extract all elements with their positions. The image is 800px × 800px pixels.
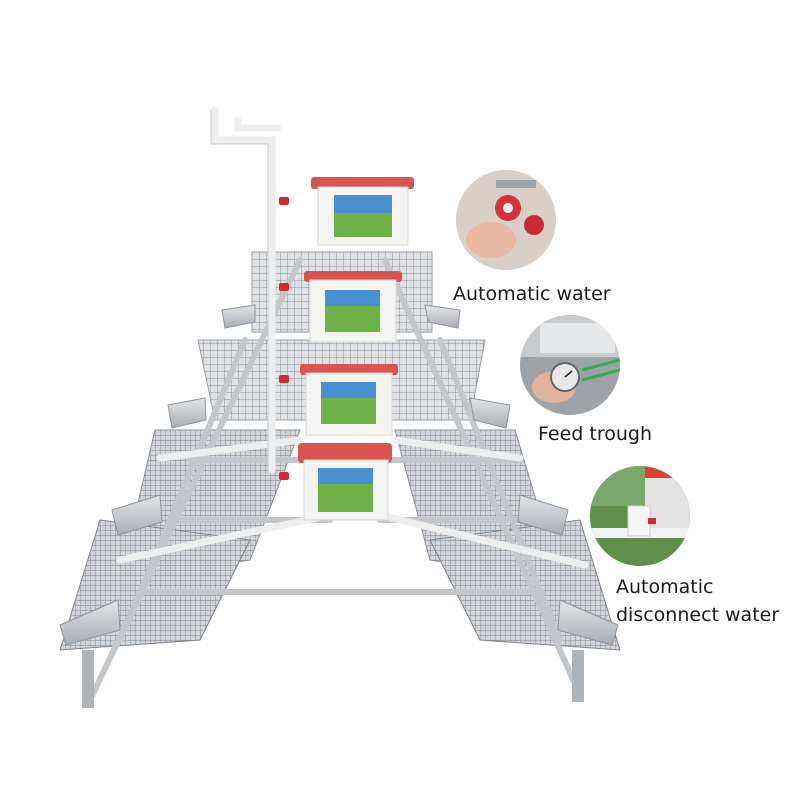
water-bucket-2 bbox=[304, 271, 402, 343]
callout-disconnect-line1: Automatic bbox=[616, 576, 714, 598]
water-pipes bbox=[116, 106, 589, 569]
disconnect-valve-icon bbox=[590, 466, 690, 566]
callout-feed-trough-text: Feed trough bbox=[538, 423, 652, 445]
nipple-drinker-icon bbox=[456, 170, 556, 270]
a-frame bbox=[87, 257, 583, 703]
trough-gauge-icon bbox=[520, 315, 620, 415]
feed-troughs bbox=[59, 304, 619, 646]
pipe-outline bbox=[210, 110, 269, 470]
callout-disconnect-line2: disconnect water bbox=[616, 604, 780, 626]
water-bucket-1 bbox=[311, 177, 414, 246]
callout-automatic-disconnect-water: Automatic disconnect water bbox=[616, 573, 779, 629]
callout-automatic-water: Automatic water bbox=[453, 280, 611, 308]
callout-automatic-water-text: Automatic water bbox=[453, 283, 611, 305]
feed-trough-photo bbox=[520, 315, 620, 415]
water-bucket-4 bbox=[298, 443, 392, 521]
support-feet bbox=[82, 650, 584, 708]
red-valves bbox=[279, 197, 289, 480]
callout-feed-trough: Feed trough bbox=[538, 420, 652, 448]
nipple-drinker-photo bbox=[456, 170, 556, 270]
water-bucket-3 bbox=[300, 364, 398, 436]
disconnect-valve-photo bbox=[590, 466, 690, 566]
